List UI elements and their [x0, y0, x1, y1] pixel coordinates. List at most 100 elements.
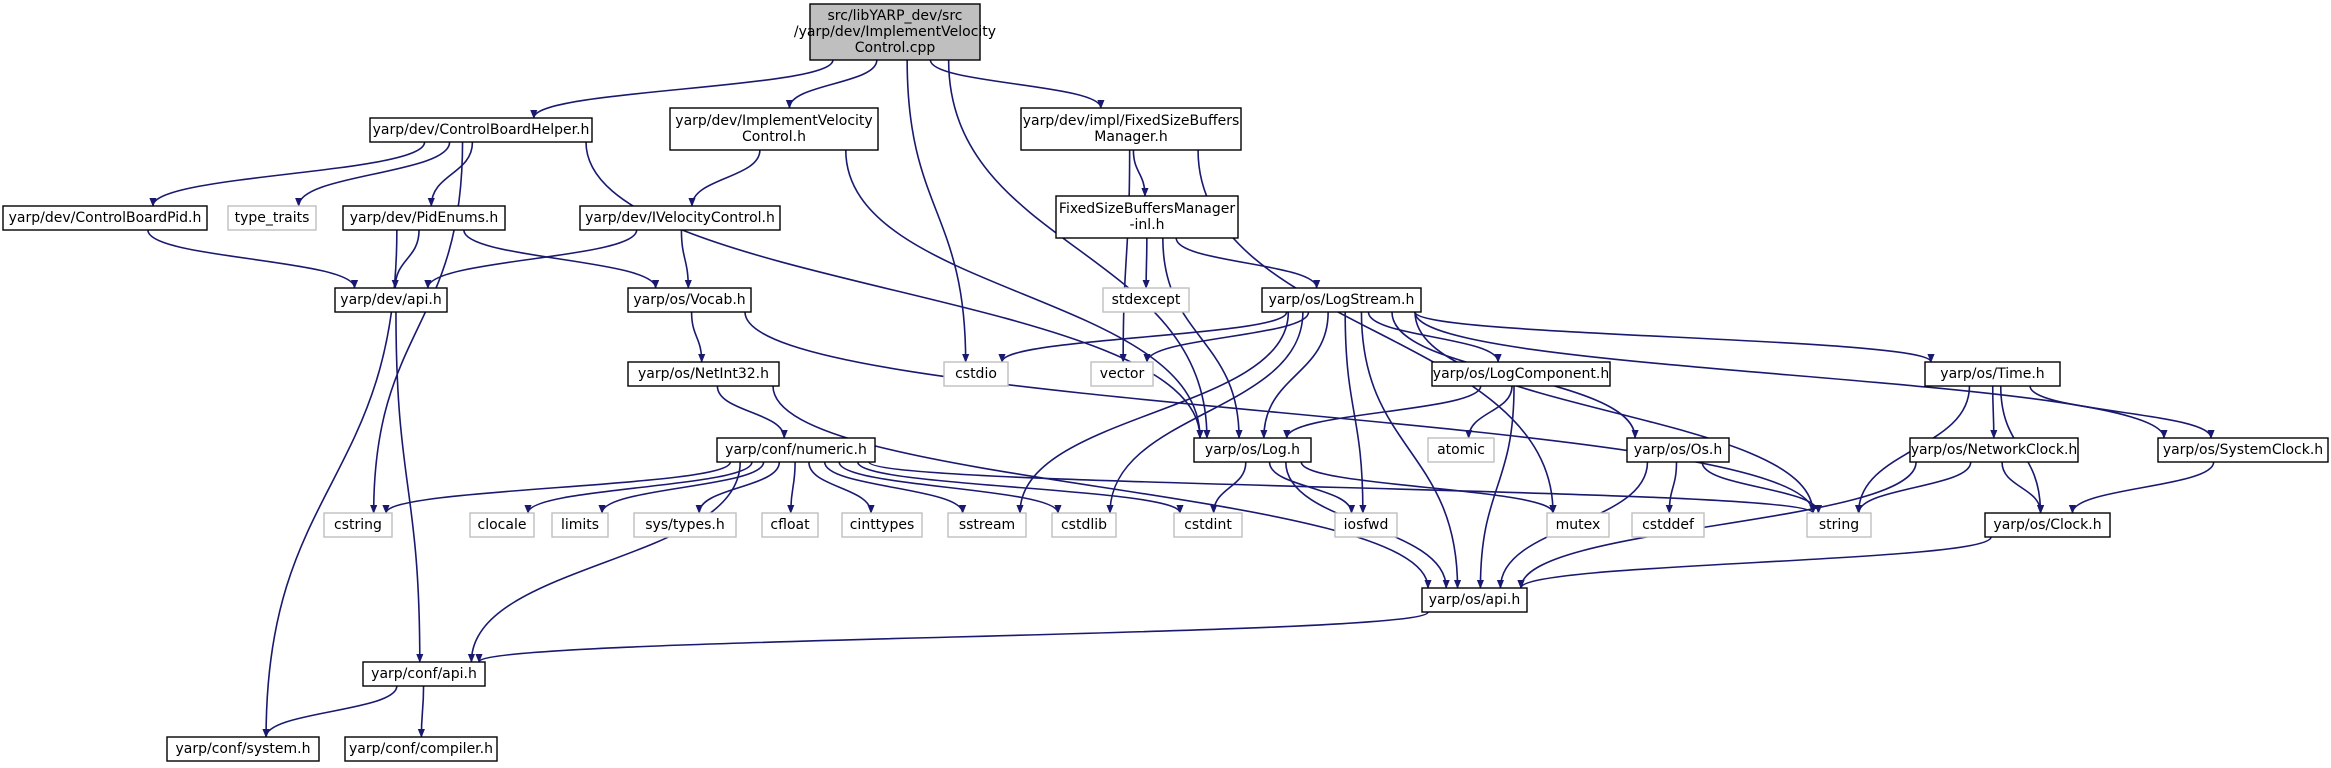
edge-root-to-fixedsizebuffersmanager_h	[929, 59, 1105, 109]
node-cstdlib: cstdlib	[1051, 512, 1117, 538]
node-log[interactable]: yarp/os/Log.h	[1193, 437, 1312, 463]
edge-logstream-to-systemclock	[1414, 311, 2168, 439]
node-os_os[interactable]: yarp/os/Os.h	[1626, 437, 1730, 463]
edge-controlboardhelper-to-cstring	[370, 141, 464, 514]
node-label: clocale	[478, 517, 527, 533]
node-label: yarp/dev/PidEnums.h	[350, 210, 498, 226]
node-dev_api[interactable]: yarp/dev/api.h	[334, 287, 448, 313]
node-cinttypes: cinttypes	[841, 512, 923, 538]
node-cstddef: cstddef	[1631, 512, 1705, 538]
node-conf_api[interactable]: yarp/conf/api.h	[362, 661, 486, 687]
node-logcomponent[interactable]: yarp/os/LogComponent.h	[1431, 361, 1611, 387]
edge-numeric-to-limits	[598, 461, 765, 514]
node-label: yarp/os/Vocab.h	[633, 292, 745, 308]
edge-time-to-systemclock	[2029, 385, 2215, 439]
node-label: Control.cpp	[855, 40, 936, 56]
node-box	[1909, 437, 2079, 463]
edge-controlboardpid-to-dev_api	[147, 229, 359, 289]
node-conf_compiler[interactable]: yarp/conf/compiler.h	[344, 736, 498, 762]
node-box	[1631, 512, 1705, 538]
edge-root-to-cstdio	[906, 59, 970, 363]
node-label: cstdint	[1184, 517, 1232, 533]
node-systemclock[interactable]: yarp/os/SystemClock.h	[2157, 437, 2329, 463]
node-time[interactable]: yarp/os/Time.h	[1924, 361, 2061, 387]
edge-os_os-to-cstddef	[1665, 461, 1678, 514]
edge-numeric-to-cstdlib	[838, 461, 1062, 514]
edge-time-to-networkclock	[1990, 385, 1998, 439]
node-label: yarp/dev/ControlBoardHelper.h	[373, 122, 590, 138]
node-label: mutex	[1556, 517, 1601, 533]
node-cstdio: cstdio	[943, 361, 1009, 387]
edge-logcomponent-to-log	[1283, 385, 1482, 439]
node-box	[1261, 287, 1422, 313]
edge-networkclock-to-os_api	[1517, 461, 1917, 589]
node-controlboardhelper[interactable]: yarp/dev/ControlBoardHelper.h	[369, 117, 593, 143]
node-label: yarp/os/Os.h	[1634, 442, 1722, 458]
node-label: atomic	[1437, 442, 1485, 458]
edge-conf_api-to-conf_compiler	[417, 685, 425, 738]
node-box	[627, 287, 752, 313]
node-box	[1102, 287, 1190, 313]
edge-dev_api-to-conf_api	[395, 311, 424, 663]
node-box	[2157, 437, 2329, 463]
node-iosfwd: iosfwd	[1334, 512, 1398, 538]
node-label: yarp/conf/numeric.h	[725, 442, 867, 458]
node-box	[1173, 512, 1243, 538]
edge-logstream-to-time	[1414, 311, 1935, 363]
edge-networkclock-to-string	[1855, 461, 1972, 514]
node-logstream[interactable]: yarp/os/LogStream.h	[1261, 287, 1422, 313]
node-box	[669, 107, 879, 151]
edge-numeric-to-clocale	[524, 461, 753, 514]
node-box	[579, 205, 781, 231]
node-label: yarp/os/Log.h	[1205, 442, 1300, 458]
edge-root-to-log	[947, 59, 1211, 439]
node-controlboardpid[interactable]: yarp/dev/ControlBoardPid.h	[2, 205, 208, 231]
node-label: yarp/os/Time.h	[1940, 366, 2044, 382]
node-root[interactable]: src/libYARP_dev/src/yarp/dev/ImplementVe…	[794, 3, 996, 61]
edge-os_os-to-string	[1701, 461, 1823, 514]
node-label: yarp/conf/api.h	[371, 666, 477, 682]
node-pidenums[interactable]: yarp/dev/PidEnums.h	[342, 205, 506, 231]
edge-clock-to-os_api	[1517, 536, 1992, 589]
edge-fixedsizebuffersmanager_inl-to-stdexcept	[1142, 237, 1150, 289]
node-os_api[interactable]: yarp/os/api.h	[1421, 587, 1528, 613]
node-vocab[interactable]: yarp/os/Vocab.h	[627, 287, 752, 313]
node-label: yarp/os/LogStream.h	[1269, 292, 1415, 308]
node-box	[627, 361, 780, 387]
node-mutex: mutex	[1546, 512, 1610, 538]
edge-fixedsizebuffersmanager_h-to-vector	[1119, 149, 1131, 363]
node-label: yarp/os/NetworkClock.h	[1911, 442, 2078, 458]
node-box	[1020, 107, 1242, 151]
node-netint32[interactable]: yarp/os/NetInt32.h	[627, 361, 780, 387]
node-clock[interactable]: yarp/os/Clock.h	[1984, 512, 2111, 538]
node-box	[1984, 512, 2111, 538]
node-box	[551, 512, 609, 538]
edge-numeric-to-cstring	[382, 461, 732, 514]
node-label: yarp/os/NetInt32.h	[638, 366, 769, 382]
edge-root-to-controlboardhelper	[530, 59, 834, 119]
edge-fixedsizebuffersmanager_inl-to-log	[1162, 237, 1243, 439]
node-ivelocitycontrol[interactable]: yarp/dev/IVelocityControl.h	[579, 205, 781, 231]
node-label: string	[1819, 517, 1859, 533]
node-label: sstream	[959, 517, 1015, 533]
edge-log-to-cstdint	[1210, 461, 1247, 514]
node-numeric[interactable]: yarp/conf/numeric.h	[716, 437, 876, 463]
node-limits: limits	[551, 512, 609, 538]
node-networkclock[interactable]: yarp/os/NetworkClock.h	[1909, 437, 2079, 463]
node-box	[1427, 437, 1495, 463]
node-label: vector	[1100, 366, 1145, 382]
node-conf_system[interactable]: yarp/conf/system.h	[166, 736, 320, 762]
node-cstring: cstring	[323, 512, 393, 538]
node-box	[1090, 361, 1154, 387]
node-box	[633, 512, 737, 538]
node-fixedsizebuffersmanager_h[interactable]: yarp/dev/impl/FixedSizeBuffersManager.h	[1020, 107, 1242, 151]
node-systypes: sys/types.h	[633, 512, 737, 538]
node-box	[344, 736, 498, 762]
node-box	[362, 661, 486, 687]
edge-root-to-implementvelocitycontrol_h	[785, 59, 878, 109]
node-label: yarp/os/SystemClock.h	[2163, 442, 2323, 458]
edge-numeric-to-conf_api	[467, 461, 741, 663]
node-box	[469, 512, 535, 538]
node-fixedsizebuffersmanager_inl[interactable]: FixedSizeBuffersManager-inl.h	[1055, 195, 1239, 239]
